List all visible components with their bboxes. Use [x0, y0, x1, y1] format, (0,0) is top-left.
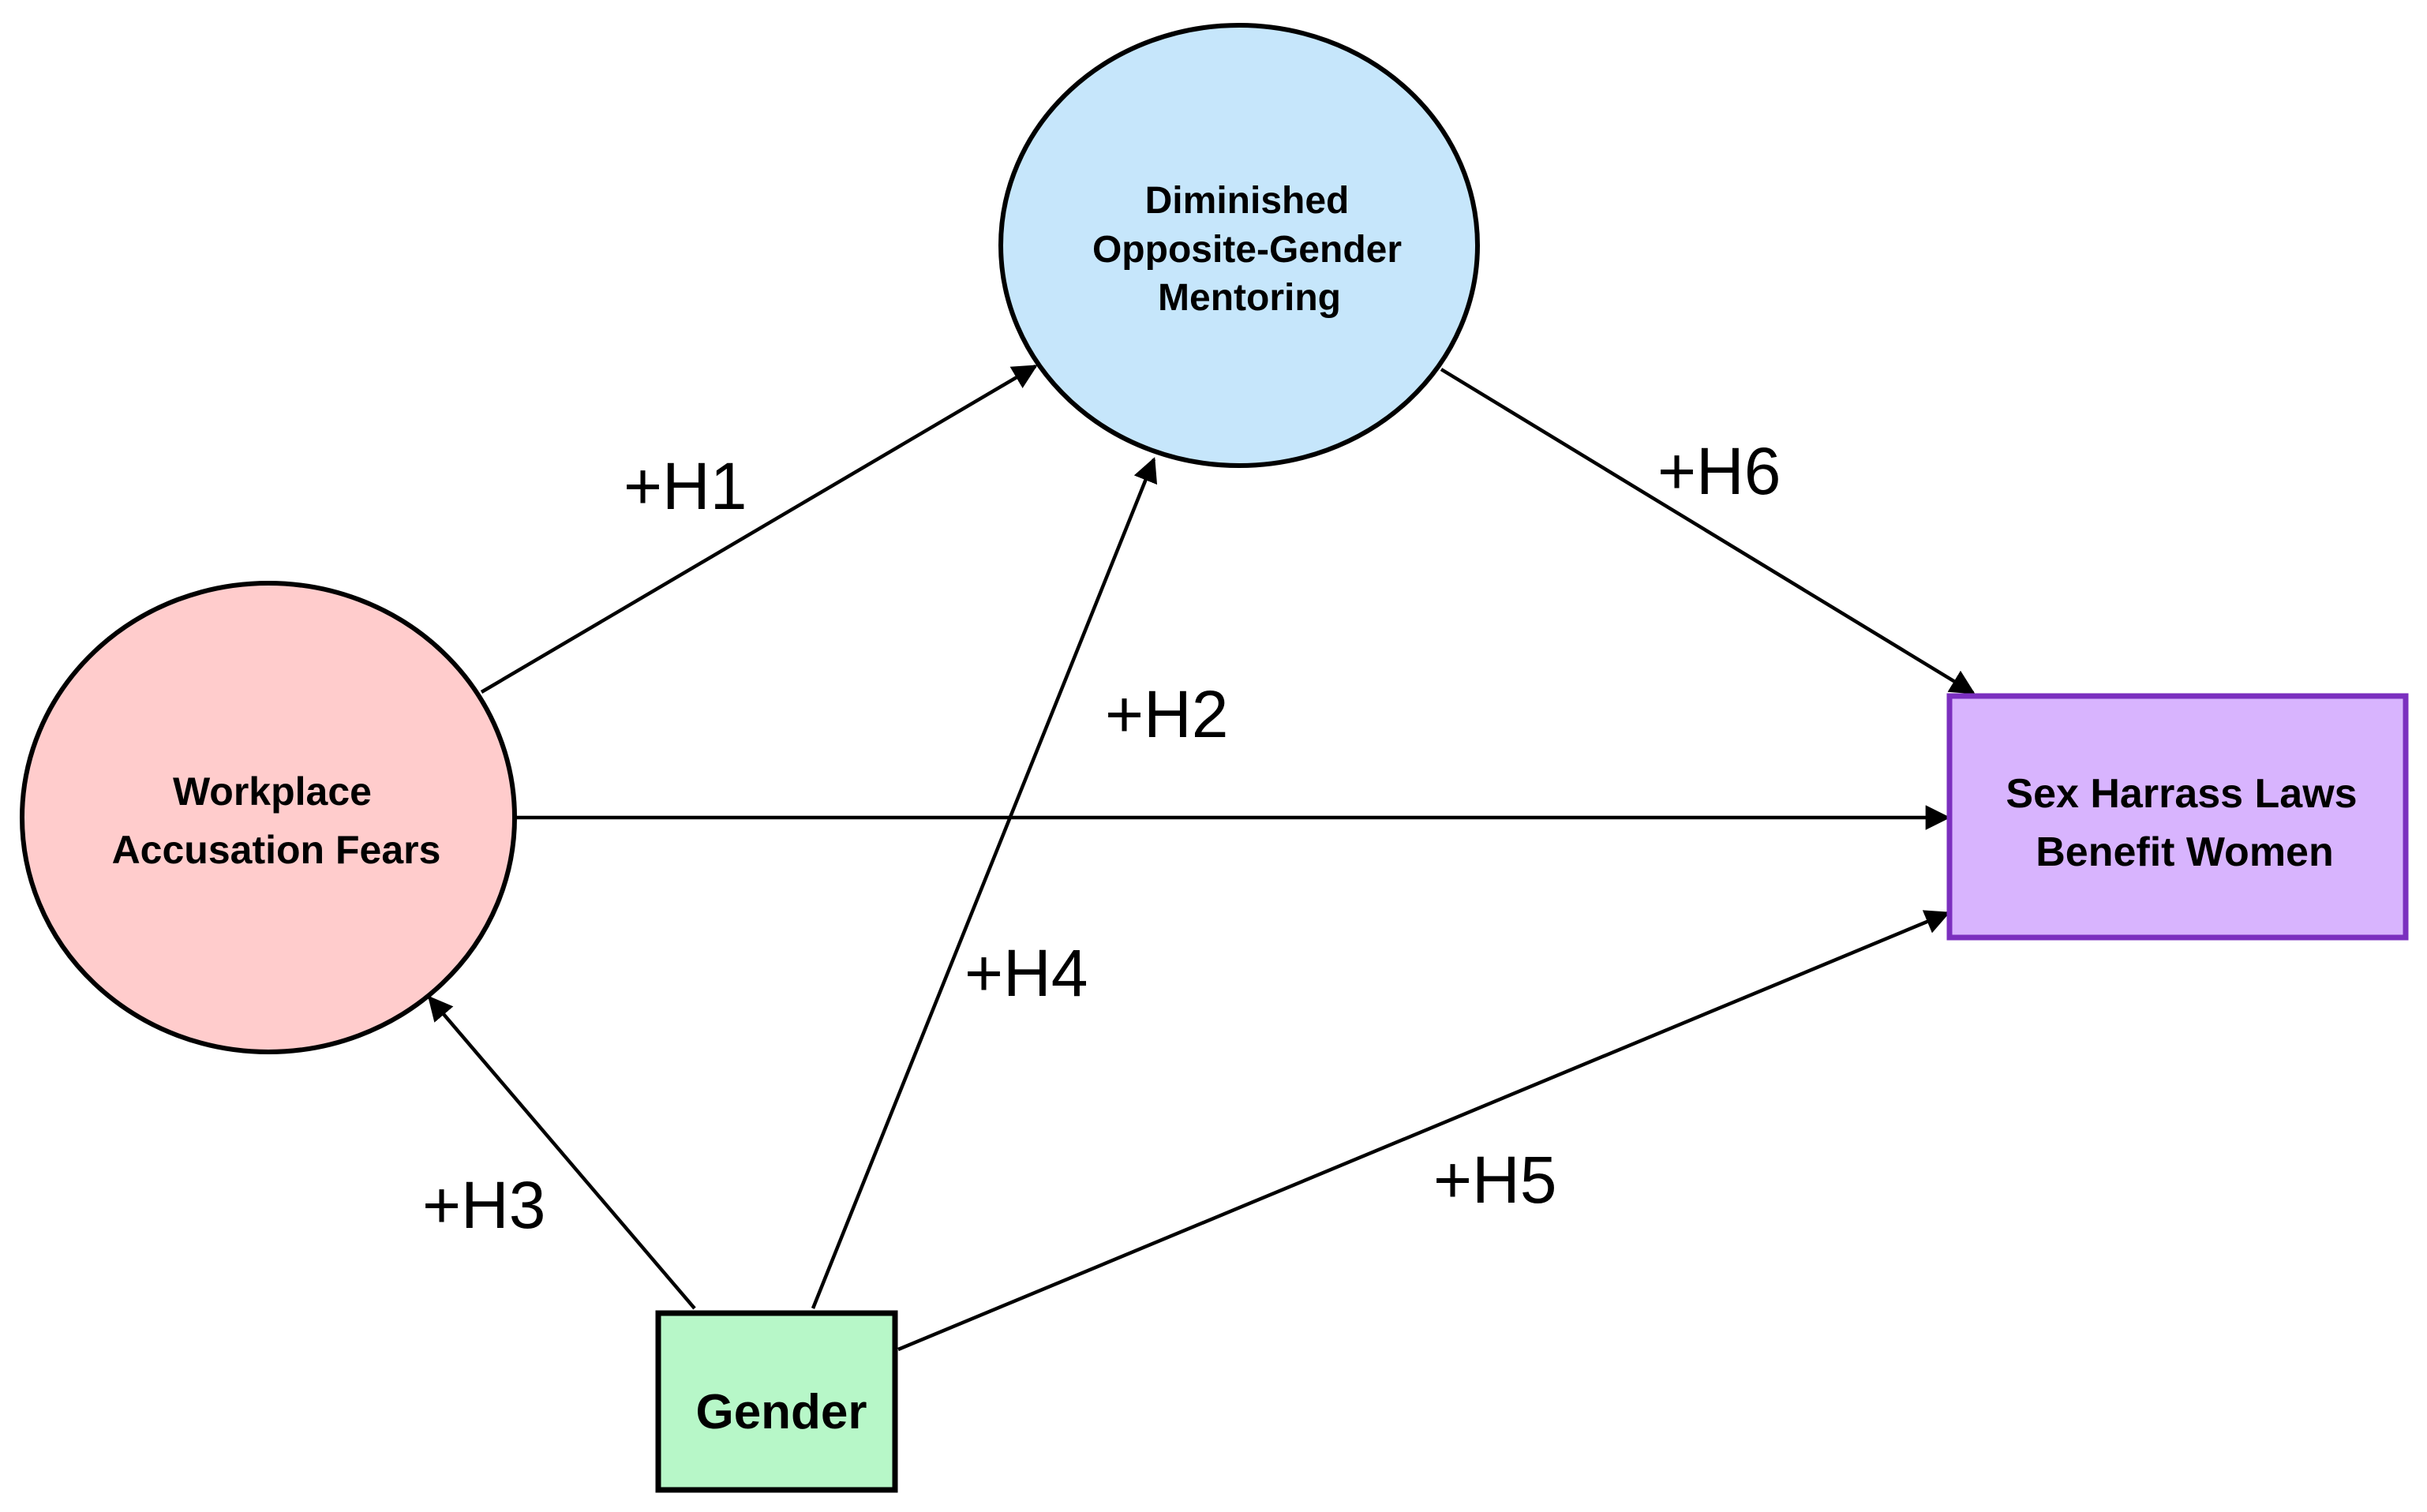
node-fears: Workplace Accusation Fears — [20, 581, 517, 1054]
node-gender-shape — [655, 1310, 898, 1493]
node-laws-line-1: Sex Harrass Laws — [2006, 771, 2357, 817]
edge-label-h4: +H4 — [964, 936, 1088, 1010]
node-fears-line-1: Workplace — [173, 769, 372, 814]
node-laws: Sex Harrass Laws Benefit Women — [1946, 693, 2409, 941]
edge-h4-arrow — [811, 457, 1158, 1309]
node-gender-label: Gender — [695, 1385, 867, 1439]
node-laws-line-2: Benefit Women — [2036, 829, 2334, 875]
node-mentoring: Diminished Opposite-Gender Mentoring — [998, 23, 1480, 468]
edge-label-h1: +H1 — [624, 449, 747, 523]
node-fears-shape — [20, 581, 517, 1054]
edges — [427, 365, 1976, 1352]
edge-label-h3: +H3 — [422, 1168, 545, 1242]
edge-h6-arrow — [1440, 368, 1976, 694]
node-mentoring-line-2: Opposite-Gender — [1092, 229, 1402, 271]
edge-label-h5: +H5 — [1433, 1143, 1556, 1217]
node-mentoring-shape — [998, 23, 1480, 468]
node-laws-shape — [1946, 693, 2409, 941]
edge-labels: +H1 +H2 +H3 +H4 +H5 +H6 — [422, 434, 1781, 1242]
node-mentoring-line-1: Diminished — [1145, 180, 1350, 222]
edge-h3-arrow — [427, 995, 696, 1310]
edge-h1-arrow — [480, 365, 1038, 694]
edge-h5-arrow — [897, 910, 1950, 1352]
node-fears-line-2: Accusation Fears — [112, 828, 441, 872]
edge-label-h6: +H6 — [1657, 434, 1781, 508]
node-gender: Gender — [655, 1310, 898, 1493]
edge-label-h2: +H2 — [1105, 677, 1228, 751]
node-mentoring-line-3: Mentoring — [1158, 277, 1341, 319]
